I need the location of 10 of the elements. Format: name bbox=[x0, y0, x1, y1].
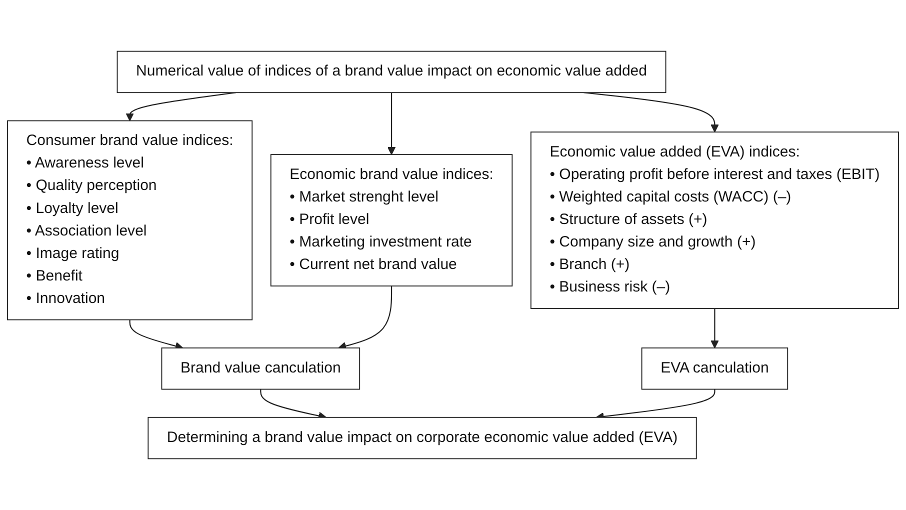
arrow bbox=[126, 92, 236, 122]
node-box: Brand value canculation bbox=[161, 347, 360, 390]
arrow bbox=[387, 92, 396, 155]
node-box: Economic value added (EVA) indices: • Operating profit before interest and taxes (EBIT) • Weighted capital costs (WACC) (–) • Structure of assets (+) • Company size and growth (+) • Branch (+) • Business risk (–) bbox=[530, 132, 899, 309]
node-box: EVA canculation bbox=[641, 347, 788, 390]
node-box: Economic brand value indices: • Market strenght level • Profit level • Marketing investment rate • Current net brand value bbox=[270, 154, 513, 286]
node-box: Consumer brand value indices: • Awareness level • Quality perception • Loyalty level • Association level • Image rating • Benefit • Innovation bbox=[7, 120, 253, 320]
node-box: Numerical value of indices of a brand value impact on economic value added bbox=[116, 50, 666, 94]
node-box: Determining a brand value impact on corporate economic value added (EVA) bbox=[148, 416, 697, 460]
arrow bbox=[710, 308, 719, 348]
